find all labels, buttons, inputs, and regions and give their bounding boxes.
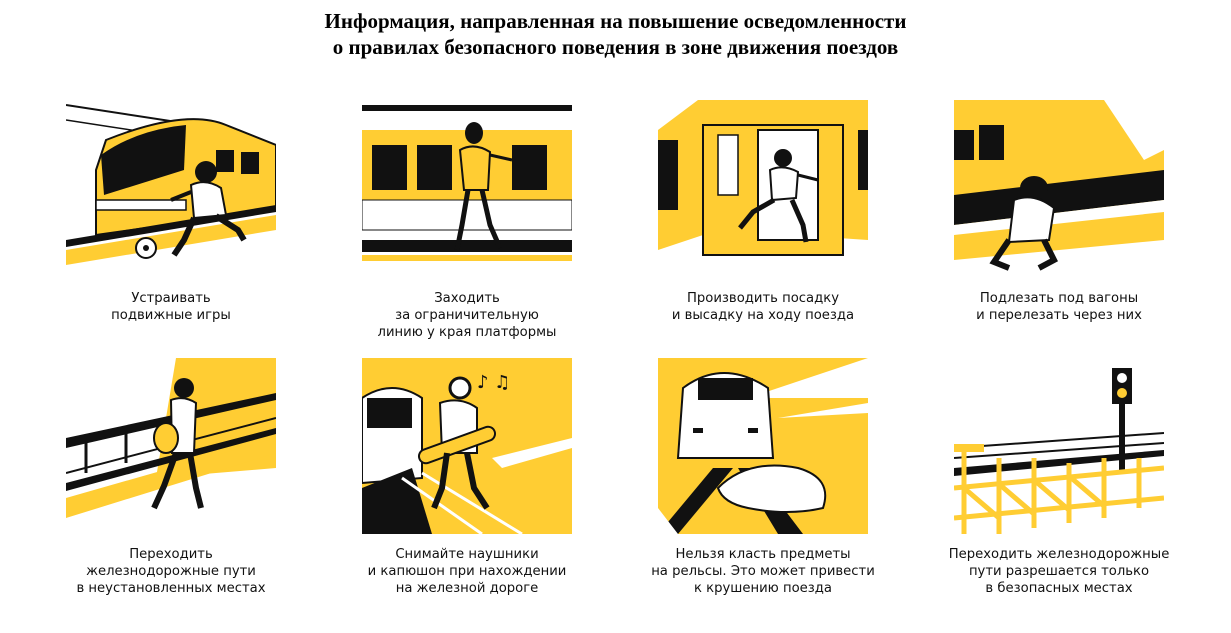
title-line-1: Информация, направленная на повышение ос…	[324, 9, 907, 33]
caption-line: в неустановленных местах	[76, 581, 266, 596]
caption-line: на рельсы. Это может привести	[651, 564, 875, 579]
card-caption: Переходить железнодорожные пути разрешае…	[934, 546, 1184, 597]
caption-line: Подлезать под вагоны	[979, 291, 1139, 306]
caption-line: железнодорожные пути	[86, 564, 256, 579]
title-line-2: о правилах безопасного поведения в зоне …	[332, 35, 899, 59]
card-caption: Устраивать подвижные игры	[46, 290, 296, 324]
person-crossing-tracks-image	[66, 358, 276, 534]
person-jumping-from-moving-train-image	[658, 100, 868, 276]
caption-line: к крушению поезда	[694, 581, 832, 596]
caption-line: за ограничительную	[395, 308, 539, 323]
child-playing-ball-on-platform-image	[66, 100, 276, 276]
caption-line: Заходить	[434, 291, 500, 306]
svg-text:♪ ♫: ♪ ♫	[477, 372, 510, 393]
card-caption: Нельзя класть предметы на рельсы. Это мо…	[638, 546, 888, 597]
card-caption: Снимайте наушники и капюшон при нахожден…	[342, 546, 592, 597]
caption-line: Переходить	[129, 547, 213, 562]
card-caption: Заходить за ограничительную линию у края…	[342, 290, 592, 341]
caption-line: пути разрешается только	[968, 564, 1150, 579]
caption-line: и высадку на ходу поезда	[671, 308, 855, 323]
objects-on-rails-image	[658, 358, 868, 534]
caption-line: Производить посадку	[686, 291, 840, 306]
caption-line: на железной дороге	[395, 581, 539, 596]
person-with-headphones-on-tracks-image: ♪ ♫	[362, 358, 572, 534]
card-caption: Подлезать под вагоны и перелезать через …	[934, 290, 1184, 324]
card-caption: Производить посадку и высадку на ходу по…	[638, 290, 888, 324]
caption-line: Снимайте наушники	[395, 547, 539, 562]
card-caption: Переходить железнодорожные пути в неуста…	[46, 546, 296, 597]
caption-line: в безопасных местах	[985, 581, 1133, 596]
caption-line: и капюшон при нахождении	[367, 564, 567, 579]
page-title: Информация, направленная на повышение ос…	[0, 8, 1231, 60]
caption-line: Переходить железнодорожные	[948, 547, 1170, 562]
person-crawling-under-wagon-image	[954, 100, 1164, 276]
safe-crossing-with-signal-image	[954, 358, 1164, 534]
caption-line: и перелезать через них	[976, 308, 1142, 323]
caption-line: линию у края платформы	[377, 325, 557, 340]
caption-line: подвижные игры	[111, 308, 231, 323]
woman-crossing-platform-line-image	[362, 100, 572, 276]
caption-line: Нельзя класть предметы	[675, 547, 851, 562]
caption-line: Устраивать	[131, 291, 211, 306]
